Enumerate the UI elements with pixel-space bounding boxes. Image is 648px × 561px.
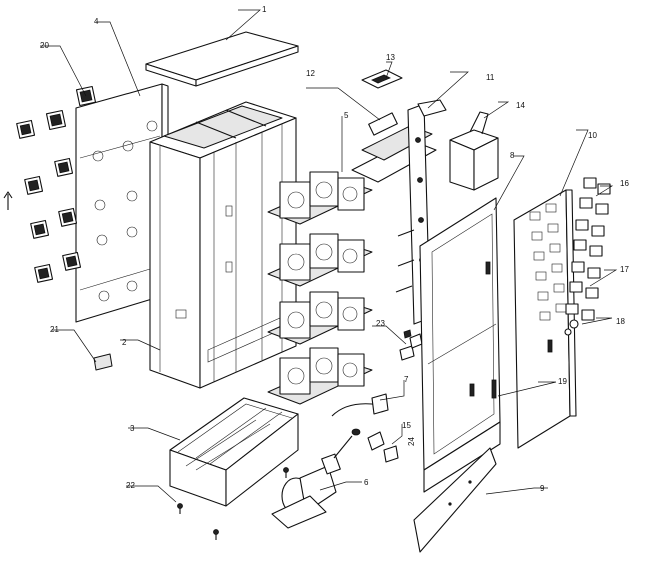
callout-10: 10 [588,131,597,140]
base-plinth [169,397,299,507]
callout-12: 12 [306,69,315,78]
callout-3: 3 [130,424,135,433]
callout-15: 15 [402,421,411,430]
callout-13: 13 [386,53,395,62]
callout-19: 19 [558,377,567,386]
control-panel-door [513,189,577,449]
callout-22: 22 [126,481,135,490]
callout-24: 24 [407,437,416,446]
callout-4: 4 [94,17,99,26]
door-handle [491,379,497,399]
nameplate [93,353,113,371]
mounting-clips [399,329,423,361]
module-tier-4 [267,347,373,405]
callout-5: 5 [344,111,349,120]
callout-17: 17 [620,265,629,274]
bolts [177,467,289,540]
bottom-front-panel [413,447,497,553]
callout-20: 20 [40,41,49,50]
callout-14: 14 [516,101,525,110]
module-tier-1 [267,171,373,225]
callout-8: 8 [510,151,515,160]
callout-9: 9 [540,484,545,493]
power-module-stack [267,171,373,405]
leader-lines [40,9,618,503]
callout-21: 21 [50,325,59,334]
callout-labels: 1 2 3 4 5 6 7 8 9 10 11 12 13 14 15 16 1… [40,5,629,493]
callout-23: 23 [376,319,385,328]
meter-switch-group [564,177,611,336]
transformer-box [449,111,499,191]
top-cover-plate [145,31,299,87]
cabinet-frame [149,101,297,389]
fan-grilles [3,85,97,283]
callout-6: 6 [364,478,369,487]
front-door [419,197,501,493]
callout-7: 7 [404,375,409,384]
callout-11: 11 [486,73,495,82]
module-tier-2 [267,233,373,287]
callout-16: 16 [620,179,629,188]
callout-2: 2 [122,338,127,347]
callout-18: 18 [616,317,625,326]
callout-1: 1 [262,5,267,14]
pump-motor [271,428,361,529]
module-tier-3 [267,291,373,345]
pipe-fittings [331,393,399,463]
